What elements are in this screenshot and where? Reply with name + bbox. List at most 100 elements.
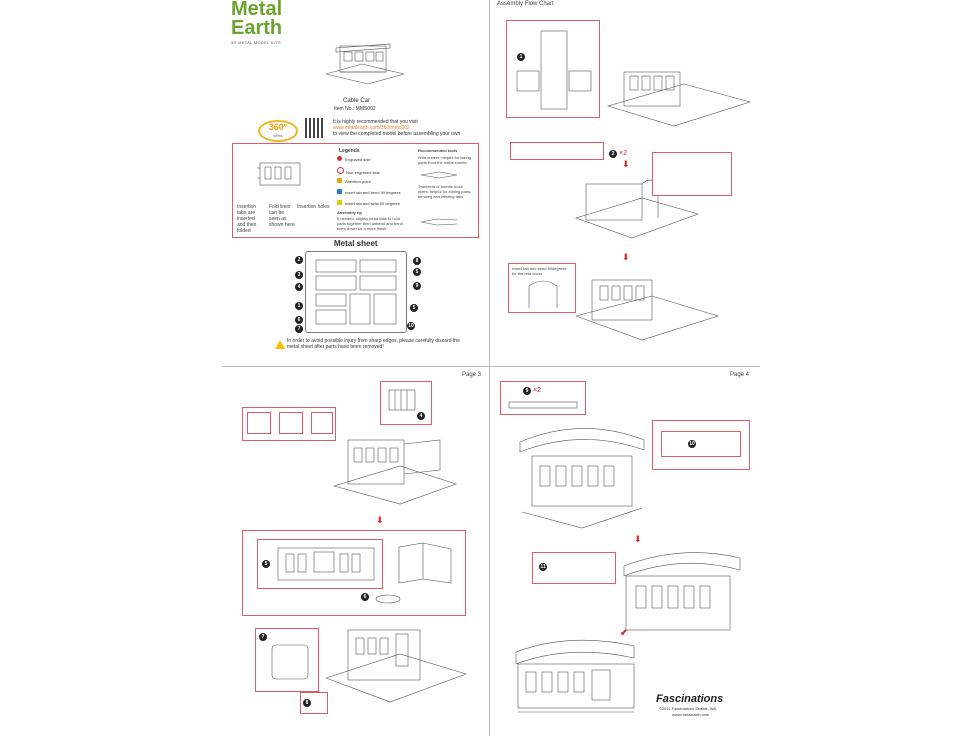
legend-engraved: Engraved side (337, 156, 401, 167)
footer-copyright: ©2011 Fascinations Seattle, WA (659, 706, 717, 711)
step-9-result (519, 428, 645, 529)
step-8-box: 8 (300, 692, 328, 714)
pliers-icon (420, 218, 458, 226)
legend-list: Engraved side Non-engraved side Attentio… (337, 156, 401, 211)
page-4-label: Page 4 (730, 372, 750, 378)
engraved-icon (337, 156, 342, 161)
step-7-num: 7 (259, 633, 267, 641)
sheet-num-5b: 5 (410, 304, 418, 312)
step-7-result (325, 629, 467, 703)
metal-sheet-parts (315, 259, 397, 325)
step-11-result (623, 552, 741, 631)
door-tab-note: Insert tab and bend 90degrees for the re… (512, 266, 567, 276)
non-engraved-icon (337, 167, 344, 174)
step-8-num: 8 (303, 699, 311, 707)
step-11-num: 11 (539, 563, 547, 571)
step-5-box: 5 6 (242, 530, 466, 616)
metal-sheet (305, 251, 407, 333)
tool-tweezers: Tweezers or needle nose pliers: helpful … (418, 184, 472, 199)
tab-detail-2 (279, 412, 303, 434)
down-arrow-3: ⬇ (376, 515, 384, 525)
warning-text: In order to avoid possible injury from s… (287, 338, 460, 350)
step-4-box: 4 (380, 381, 432, 425)
legend-label-fold: Fold lines can be seen as shown here (269, 204, 295, 228)
360-label: 360° (268, 122, 288, 132)
brand-line2: Earth (231, 17, 283, 39)
legend-non-engraved: Non-engraved side (337, 167, 401, 178)
step-9-qty: ×2 (533, 387, 541, 394)
tip-title: Assembly tip (337, 210, 362, 215)
sheet-num-10: 10 (407, 322, 415, 330)
step-1-result (606, 71, 752, 127)
step-9-box: 9 ×2 (500, 381, 586, 415)
model-name: Cable Car (343, 98, 371, 104)
down-arrow-4: ⬇ (634, 534, 642, 544)
door-tab-drawing (528, 280, 558, 308)
step-10-num: 10 (688, 440, 696, 448)
step-2-qty: ×2 (619, 150, 627, 157)
bend-icon (337, 189, 342, 194)
legend-label-holes: Insertion holes (297, 204, 330, 210)
cable-car-illustration (325, 43, 405, 85)
step-7-part (271, 644, 309, 680)
sheet-num-4: 4 (295, 283, 303, 291)
sheet-num-1: 1 (295, 302, 303, 310)
door-tab-box: Insert tab and bend 90degrees for the re… (508, 263, 576, 313)
brand-logo: Metal Earth 3D METAL MODEL KITS (231, 0, 301, 45)
step-9-num: 9 (523, 387, 531, 395)
down-arrow-2: ⬇ (622, 252, 630, 262)
step-7-box: 7 (255, 628, 319, 692)
footer-url[interactable]: www.metalearth.com (672, 712, 710, 717)
step-2-result (575, 179, 699, 239)
step-11-box: 11 (532, 552, 616, 584)
sheet-num-6: 6 (295, 316, 303, 324)
step-10-box: 10 (652, 420, 750, 470)
step-6-num: 6 (361, 593, 369, 601)
legend-part-diagram (257, 162, 301, 186)
tip-text: If needed, slightly bend tabs to hold pa… (337, 216, 403, 231)
step-4-part (388, 389, 416, 411)
legend-twist: Insert tab and twist 90 degrees (337, 200, 401, 211)
attention-icon (337, 178, 342, 183)
sheet-num-5a: 5 (413, 268, 421, 276)
step-5-result (398, 542, 452, 584)
360-info: It is highly recommended that you visit … (333, 119, 473, 137)
sheet-num-7: 7 (295, 325, 303, 333)
legend-box: Insertion tabs are inserted and then fol… (232, 143, 479, 238)
step-4-result (332, 439, 457, 505)
step-5-part-box: 5 (257, 539, 383, 589)
sheet-num-2: 2 (295, 256, 303, 264)
360-sub: views (272, 133, 283, 138)
page-2-title: Assembly Flow Chart (497, 1, 554, 7)
step-1-num: 1 (517, 53, 525, 61)
step-9-part (508, 401, 578, 409)
step-2-box (510, 142, 604, 160)
360-text: It is highly recommended that you visit (333, 119, 418, 125)
legend-label-tabs: Insertion tabs are inserted and then fol… (237, 204, 257, 234)
down-left-arrow: ⬋ (620, 627, 628, 637)
step-1-box: 1 (506, 20, 600, 118)
step-5-part (277, 547, 375, 581)
360-badge: 360° views (258, 120, 298, 142)
vertical-page-divider (489, 0, 490, 736)
wire-cutters-icon (420, 171, 458, 179)
step-10-part: 10 (661, 431, 741, 457)
sheet-title: Metal sheet (334, 239, 378, 248)
step-5-num: 5 (262, 560, 270, 568)
legend-bend: Insert tab and bend 90 degrees (337, 189, 401, 200)
360-url[interactable]: www.metalearth.com/360/mms002 (333, 125, 410, 131)
brand-line1: Metal (231, 0, 283, 20)
horizontal-page-divider (222, 366, 760, 367)
legend-title: Legends (339, 148, 360, 154)
tab-detail-box (242, 407, 336, 441)
tab-detail-1 (247, 412, 271, 434)
legend-attention: Attention point (337, 178, 401, 189)
tab-detail-3 (311, 412, 333, 434)
step-3-result (574, 279, 720, 341)
sheet-num-9: 9 (413, 282, 421, 290)
qr-code (305, 118, 325, 138)
warning-icon (275, 340, 285, 349)
step-1-parts (516, 30, 592, 110)
footer-brand: Fascinations (656, 693, 724, 705)
sheet-num-8: 8 (413, 257, 421, 265)
